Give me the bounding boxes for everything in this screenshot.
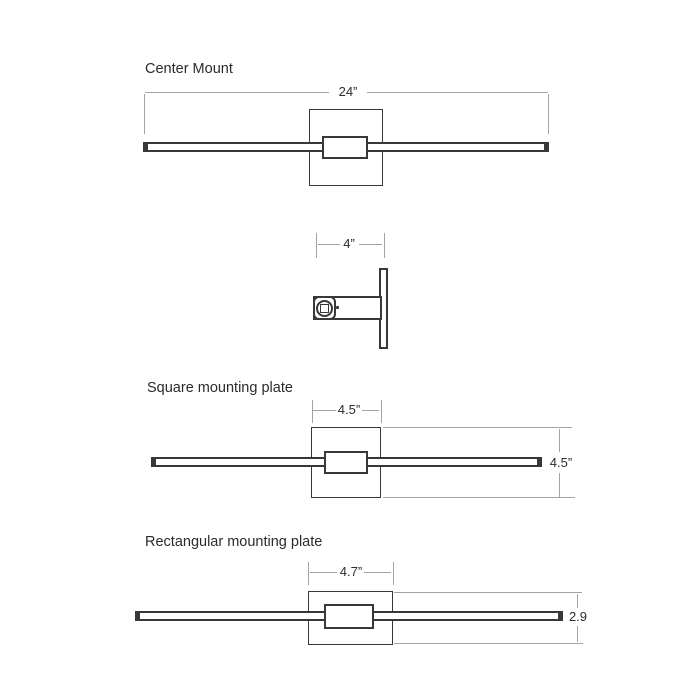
square-plate-height-dim-line-upper [559, 429, 560, 452]
side-view-set-screw-dot [336, 306, 339, 309]
rect-plate-height-ext-line-top [394, 592, 582, 593]
center-mount-width-dim-line-right [367, 92, 548, 93]
square-plate-height-ext-line-top [383, 427, 572, 428]
rect-plate-width-dim-line-right [364, 572, 391, 573]
side-view-depth-dim-tick-left [316, 233, 317, 258]
rect-plate-height-dim-line-upper [577, 594, 578, 608]
side-view-depth-dim-label: 4” [343, 236, 355, 251]
square-plate-height-dim-label: 4.5” [549, 455, 573, 470]
side-view-depth-dim-line-right [359, 244, 382, 245]
side-view-depth-dim-tick-right [384, 233, 385, 258]
rect-plate-width-dim-tick-left [308, 562, 309, 585]
square-plate-title: Square mounting plate [147, 380, 293, 396]
center-mount-bar-endcap-left [143, 142, 148, 152]
center-mount-width-dim-label: 24” [338, 84, 358, 99]
rect-plate-width-dim-line-left [310, 572, 337, 573]
rect-plate-height-dim-line-lower [577, 626, 578, 642]
center-mount-width-dim-line-left [145, 92, 329, 93]
side-view-inner-square [320, 304, 329, 313]
center-mount-center-box [322, 136, 368, 159]
square-plate-width-dim-line-left [313, 410, 336, 411]
rect-plate-height-ext-line-bottom [394, 643, 583, 644]
square-plate-center-box [324, 451, 368, 474]
rect-plate-width-dim-tick-right [393, 562, 394, 585]
center-mount-width-dim-tick-left [144, 94, 145, 134]
square-plate-height-ext-line-bottom [383, 497, 575, 498]
rect-plate-width-dim-label: 4.7” [339, 564, 363, 579]
center-mount-width-dim-tick-right [548, 94, 549, 134]
center-mount-bar-endcap-right [544, 142, 549, 152]
square-plate-height-dim-line-lower [559, 473, 560, 497]
square-plate-width-dim-tick-right [381, 400, 382, 423]
rect-plate-center-box [324, 604, 374, 629]
center-mount-title: Center Mount [145, 61, 233, 77]
side-view-depth-dim-line-left [318, 244, 340, 245]
rect-plate-bar-endcap-right [558, 611, 563, 621]
rect-plate-height-dim-label: 2.9 [568, 609, 588, 624]
square-plate-width-dim-label: 4.5” [337, 402, 361, 417]
square-plate-width-dim-line-right [362, 410, 379, 411]
square-plate-bar-endcap-left [151, 457, 156, 467]
rect-plate-bar-endcap-left [135, 611, 140, 621]
rect-plate-title: Rectangular mounting plate [145, 534, 323, 550]
square-plate-width-dim-tick-left [312, 400, 313, 423]
square-plate-bar-endcap-right [537, 457, 542, 467]
